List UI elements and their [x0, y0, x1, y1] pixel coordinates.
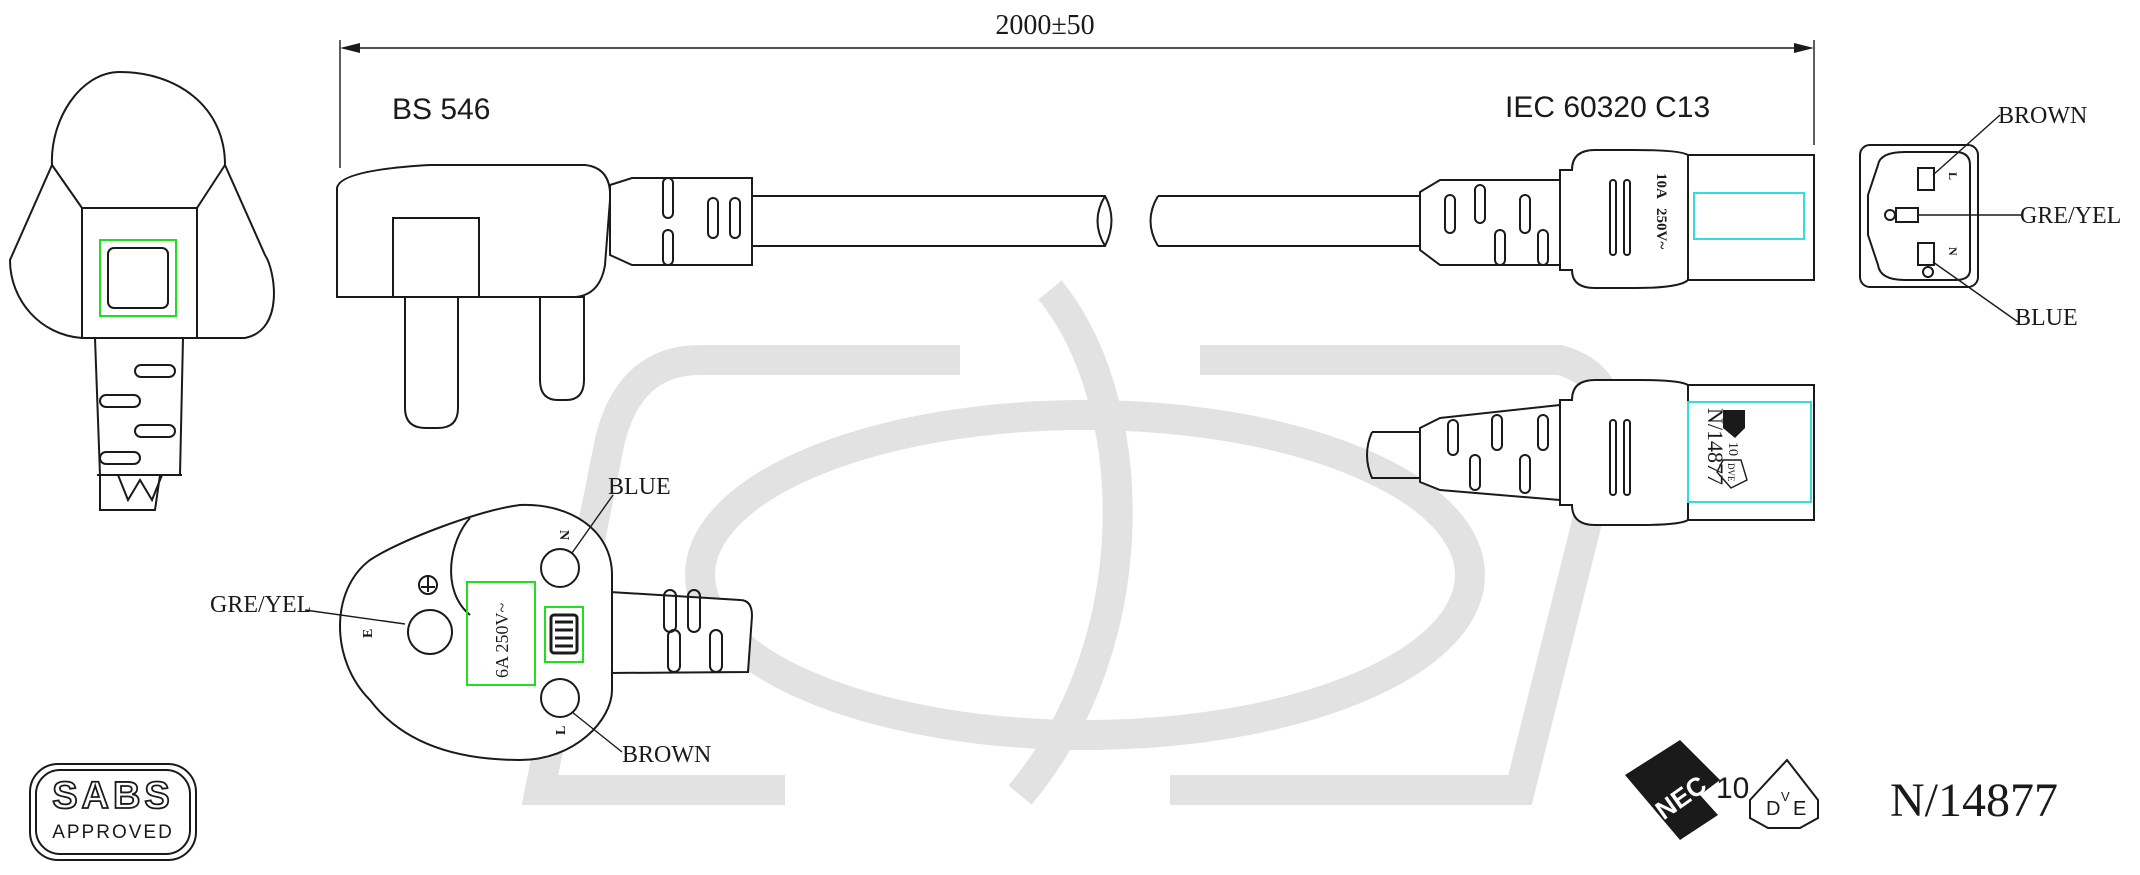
- plug-standard-title: BS 546: [392, 93, 490, 126]
- plug-front-view: [8, 70, 275, 511]
- vde-d: D: [1766, 798, 1780, 820]
- connector-wire-gre-yel: GRE/YEL: [2020, 203, 2121, 229]
- watermark-logo: [521, 280, 1624, 805]
- connector-standard-title: IEC 60320 C13: [1505, 91, 1710, 124]
- plug-wire-brown: BROWN: [622, 742, 711, 768]
- connector-wire-blue: BLUE: [2015, 305, 2078, 331]
- vde-v: V: [1781, 789, 1790, 804]
- sabs-approved-text: APPROVED: [52, 822, 174, 843]
- connector-vde-mark-10: 10: [1725, 442, 1740, 456]
- vde-mark: D V E: [1749, 758, 1819, 829]
- connector-vde-mark-dve: DVE: [1726, 463, 1736, 482]
- connector-pin-l: L: [1946, 172, 1960, 180]
- connector-front-view: L N BROWN GRE/YEL BLUE: [1859, 103, 2121, 331]
- sabs-text: SABS: [52, 775, 174, 817]
- connector-rating-250v: 250V~: [1653, 208, 1669, 249]
- plug-side-view: [336, 164, 1420, 429]
- connector-pin-n: N: [1946, 247, 1960, 256]
- enec-mark: ENEC 10: [1625, 740, 1749, 840]
- length-label: 2000±50: [995, 10, 1094, 41]
- plug-wire-gre-yel: GRE/YEL: [210, 592, 311, 618]
- plug-rating: 6A 250V~: [492, 602, 512, 678]
- approval-number: N/14877: [1890, 774, 2058, 827]
- enec-number: 10: [1716, 772, 1749, 805]
- plug-pin-e: E: [361, 629, 376, 638]
- plug-pin-l: L: [554, 726, 569, 735]
- plug-pin-n: N: [556, 530, 571, 540]
- connector-side-view-top: 10A 250V~: [1419, 149, 1815, 289]
- plug-wire-blue: BLUE: [608, 474, 671, 500]
- length-dimension: 2000±50: [339, 10, 1815, 168]
- connector-side-view-bottom: N/14877 10 DVE: [1366, 379, 1815, 526]
- sabs-approved-logo: SABS APPROVED: [29, 763, 197, 861]
- plug-pin-face-view: 6A 250V~ E N L BLUE GRE/YEL BROWN: [210, 474, 754, 768]
- connector-wire-brown: BROWN: [1998, 103, 2087, 129]
- vde-e: E: [1793, 798, 1806, 820]
- connector-rating-10a: 10A: [1653, 173, 1669, 199]
